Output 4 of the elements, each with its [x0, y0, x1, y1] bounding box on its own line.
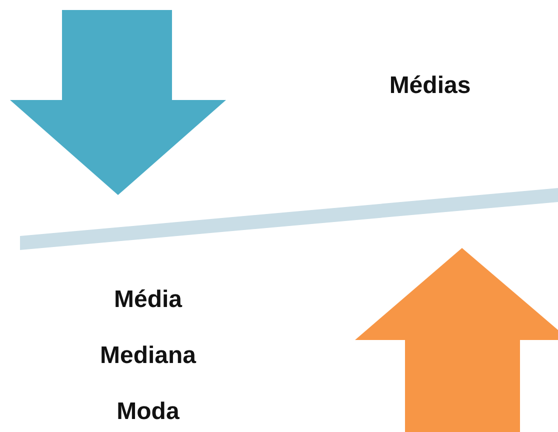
word-label: Moda	[116, 397, 180, 427]
word-label: Médias	[388, 71, 472, 101]
word-label: Mediana	[98, 341, 198, 371]
word-label: Média	[112, 285, 184, 315]
